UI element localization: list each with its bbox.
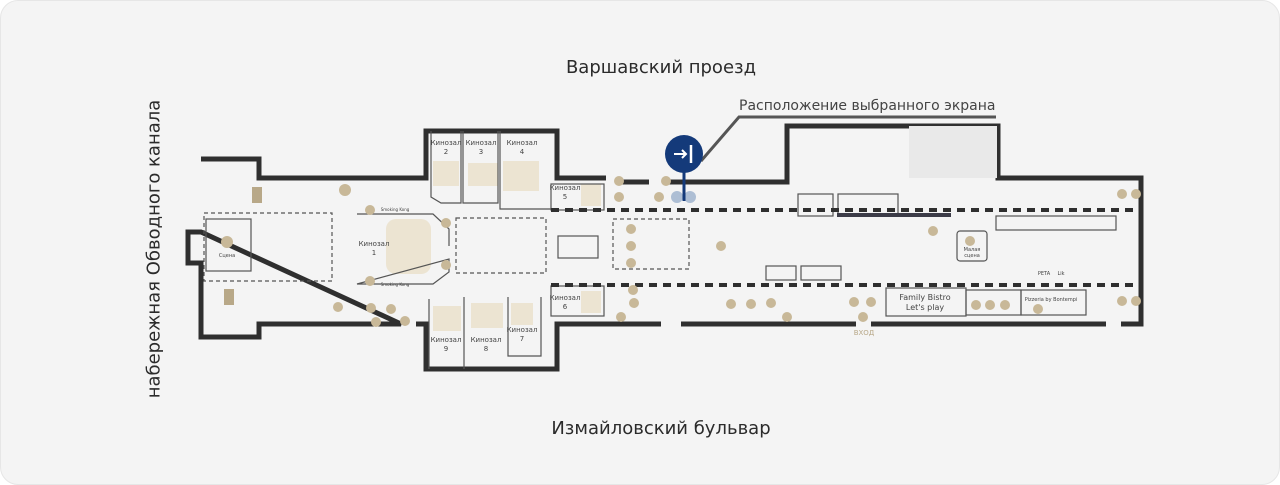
amenity-icons	[221, 176, 1141, 327]
smoking-kong-bottom: Smoking Kong	[381, 282, 410, 287]
hall-label-8: Кинозал	[471, 336, 502, 344]
peta-label: PETA	[1038, 271, 1051, 277]
hall-label-6: Кинозал	[550, 294, 581, 302]
hall-label-5: Кинозал	[550, 184, 581, 192]
hall-number-6: 6	[563, 303, 568, 311]
hall-number-2: 2	[444, 148, 448, 156]
hall-number-8: 8	[484, 345, 488, 353]
stage-label: Сцена	[219, 253, 235, 259]
hall-number-4: 4	[520, 148, 525, 156]
hall-number-3: 3	[479, 148, 483, 156]
hall-number-5: 5	[563, 193, 567, 201]
lik-label: Lik	[1057, 271, 1064, 277]
selected-screen-callout-label: Расположение выбранного экрана	[739, 98, 996, 114]
hall-number-9: 9	[444, 345, 448, 353]
hall-label-4: Кинозал	[507, 139, 538, 147]
small-stage-label-2: сцена	[964, 253, 980, 259]
hall-number-1: 1	[372, 249, 376, 257]
smoking-kong-top: Smoking Kong	[381, 207, 410, 212]
family-bistro-label: Family Bistro	[899, 293, 950, 302]
street-label-top: Варшавский проезд	[565, 57, 757, 78]
outer-wall	[185, 123, 1144, 372]
hall-label-3: Кинозал	[466, 139, 497, 147]
small-stage-label: Малая	[964, 247, 981, 253]
pizzeria-label: Pizzeria by Bontempi	[1025, 297, 1078, 303]
entrance-label: ВХОД	[854, 329, 875, 337]
hall-label-7: Кинозал	[507, 326, 538, 334]
hall-label-2: Кинозал	[431, 139, 462, 147]
lets-play-label: Let's play	[906, 303, 944, 312]
selected-screen-pin[interactable]	[665, 135, 703, 173]
hall-number-7: 7	[520, 335, 524, 343]
hall-label-9: Кинозал	[431, 336, 462, 344]
street-label-bottom: Измайловский бульвар	[551, 418, 771, 439]
callout-leader	[699, 115, 996, 162]
hall-label-1: Кинозал	[359, 240, 390, 248]
